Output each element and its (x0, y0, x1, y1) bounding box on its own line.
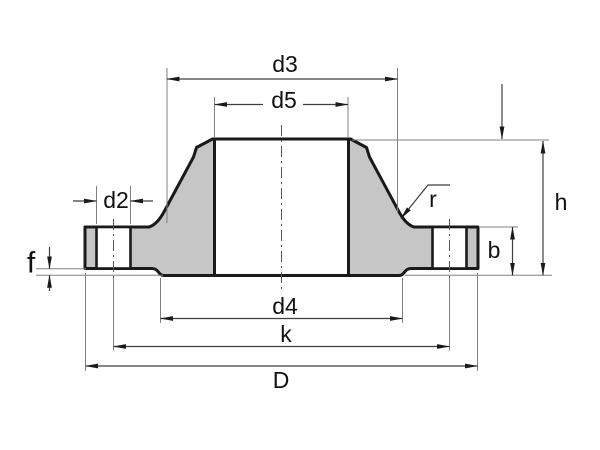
dim-k-label: k (280, 321, 292, 347)
dim-h-label: h (555, 189, 568, 215)
dim-d4-label: d4 (272, 293, 298, 319)
dim-d5-label: d5 (271, 87, 297, 113)
dim-D-label: D (273, 367, 290, 393)
center-lines (113, 125, 450, 291)
extension-lines (36, 68, 552, 371)
dim-b-label: b (488, 237, 501, 263)
dim-d3-label: d3 (272, 51, 298, 77)
dim-r-leader (400, 184, 450, 219)
dimension-labels: d3 d5 d2 f r h b d4 k D (27, 51, 568, 393)
dim-d2-label: d2 (103, 187, 129, 213)
dim-f-label: f (27, 247, 36, 280)
dimension-lines (47, 76, 546, 369)
dim-r-label: r (429, 186, 437, 212)
